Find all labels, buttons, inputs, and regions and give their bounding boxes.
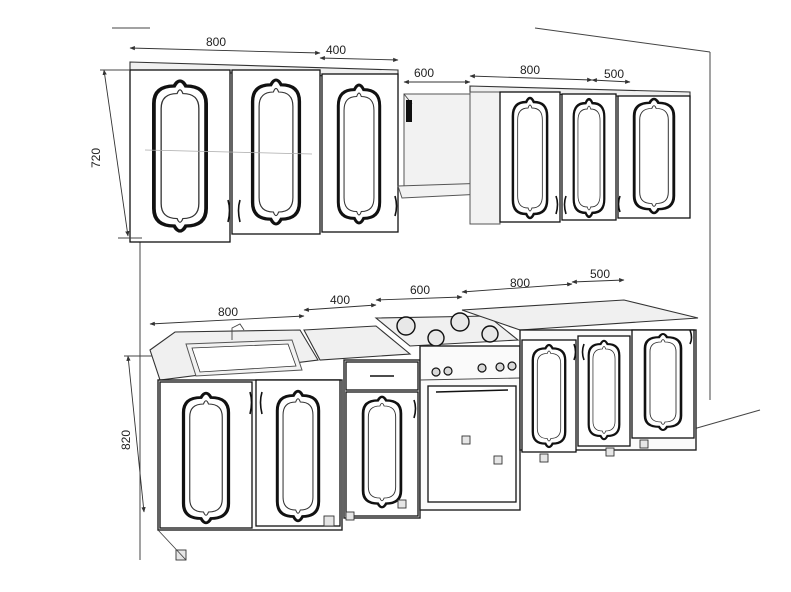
dim-line-lower-right-500 bbox=[571, 278, 625, 284]
stove-knob-1 bbox=[431, 367, 441, 377]
upper-left-shelf bbox=[144, 149, 313, 155]
dimension-labels: 800 400 600 800 500 720 800 400 600 800 … bbox=[89, 35, 624, 450]
dim-line-lower-400 bbox=[303, 303, 377, 312]
foot-8 bbox=[605, 447, 615, 457]
burner-2 bbox=[450, 312, 470, 332]
upper-left-handle-2 bbox=[237, 199, 241, 223]
hood-box bbox=[403, 93, 471, 187]
countertop-right bbox=[461, 299, 699, 331]
dim-label-upper-800: 800 bbox=[206, 35, 226, 49]
sink-faucet bbox=[231, 323, 245, 340]
dim-label-lower-800: 800 bbox=[218, 305, 238, 319]
dim-line-height-720 bbox=[102, 69, 130, 237]
dim-label-lower-right-500: 500 bbox=[590, 267, 610, 281]
burner-1 bbox=[396, 316, 416, 336]
lower-right-handle-3 bbox=[689, 329, 693, 345]
foot-4 bbox=[397, 499, 407, 509]
dim-label-upper-400: 400 bbox=[326, 43, 346, 57]
stove-panel-line bbox=[419, 377, 521, 381]
countertop-400 bbox=[303, 325, 412, 361]
upper-right-door-2 bbox=[561, 93, 617, 221]
upper-right-handle-3 bbox=[617, 195, 621, 213]
upper-left-door-1 bbox=[129, 69, 231, 243]
floor-right-line bbox=[689, 409, 761, 431]
hood-vent bbox=[406, 100, 412, 122]
dim-label-stove-600: 600 bbox=[410, 283, 430, 297]
burner-3 bbox=[427, 329, 445, 347]
stove-knob-3 bbox=[477, 363, 487, 373]
upper-right-handle-1 bbox=[555, 195, 559, 215]
upper-left-handle-1 bbox=[227, 199, 231, 223]
dim-label-upper-right-800: 800 bbox=[520, 63, 540, 77]
upper-right-cabinets bbox=[469, 85, 691, 225]
dim-label-lower-right-800: 800 bbox=[510, 276, 530, 290]
sink-cabinet-door-2 bbox=[255, 379, 341, 527]
lower-right-handle-2 bbox=[581, 343, 585, 361]
lower-cabinets bbox=[149, 299, 699, 561]
dim-line-upper-right-500 bbox=[591, 78, 631, 84]
lower-right-door-1 bbox=[521, 339, 577, 453]
lower-right-door-2 bbox=[577, 335, 631, 447]
sink-handle-2 bbox=[259, 391, 263, 415]
upper-left-cabinets bbox=[129, 61, 399, 243]
dim-line-lower-800 bbox=[149, 314, 305, 326]
sink-cabinet-door-1 bbox=[159, 381, 253, 529]
upper-right-handle-2 bbox=[563, 195, 567, 215]
sink-handle-1 bbox=[249, 391, 253, 415]
dim-label-lower-400: 400 bbox=[330, 293, 350, 307]
oven-handle bbox=[435, 389, 509, 393]
sink-inner bbox=[191, 343, 297, 373]
stove-knob-5 bbox=[507, 361, 517, 371]
dim-line-upper-400 bbox=[319, 55, 399, 63]
foot-2 bbox=[323, 515, 335, 527]
stove-knob-2 bbox=[443, 366, 453, 376]
lower-right-handle-1 bbox=[573, 343, 577, 361]
dim-line-height-820 bbox=[126, 355, 146, 513]
foot-7 bbox=[539, 453, 549, 463]
dim-label-hood-600: 600 bbox=[414, 66, 434, 80]
upper-400-handle bbox=[394, 195, 398, 217]
burner-4 bbox=[481, 325, 499, 343]
foot-3 bbox=[345, 511, 355, 521]
dim-line-lower-right-800 bbox=[461, 282, 573, 294]
foot-5 bbox=[461, 435, 471, 445]
upper-right-door-1 bbox=[499, 91, 561, 223]
drawer-cabinet-door bbox=[345, 391, 419, 517]
dim-line-upper-800 bbox=[129, 45, 321, 56]
oven-door bbox=[427, 385, 517, 503]
upper-right-side bbox=[469, 91, 501, 225]
foot-6 bbox=[493, 455, 503, 465]
lower-left-plinth bbox=[157, 529, 187, 561]
lower-right-door-3 bbox=[631, 329, 695, 439]
dim-line-upper-right-800 bbox=[469, 74, 593, 82]
upper-right-door-3 bbox=[617, 95, 691, 219]
stove-knob-4 bbox=[495, 362, 505, 372]
dimension-lines bbox=[100, 45, 631, 513]
wall-top-right-line bbox=[534, 27, 711, 53]
dim-label-upper-right-500: 500 bbox=[604, 67, 624, 81]
dim-line-stove-600 bbox=[375, 295, 463, 302]
foot-9 bbox=[639, 439, 649, 449]
dim-label-height-820: 820 bbox=[119, 430, 133, 450]
upper-400-door bbox=[321, 73, 399, 233]
drawer-cabinet-door-handle bbox=[413, 399, 417, 419]
dim-label-height-720: 720 bbox=[89, 148, 103, 168]
